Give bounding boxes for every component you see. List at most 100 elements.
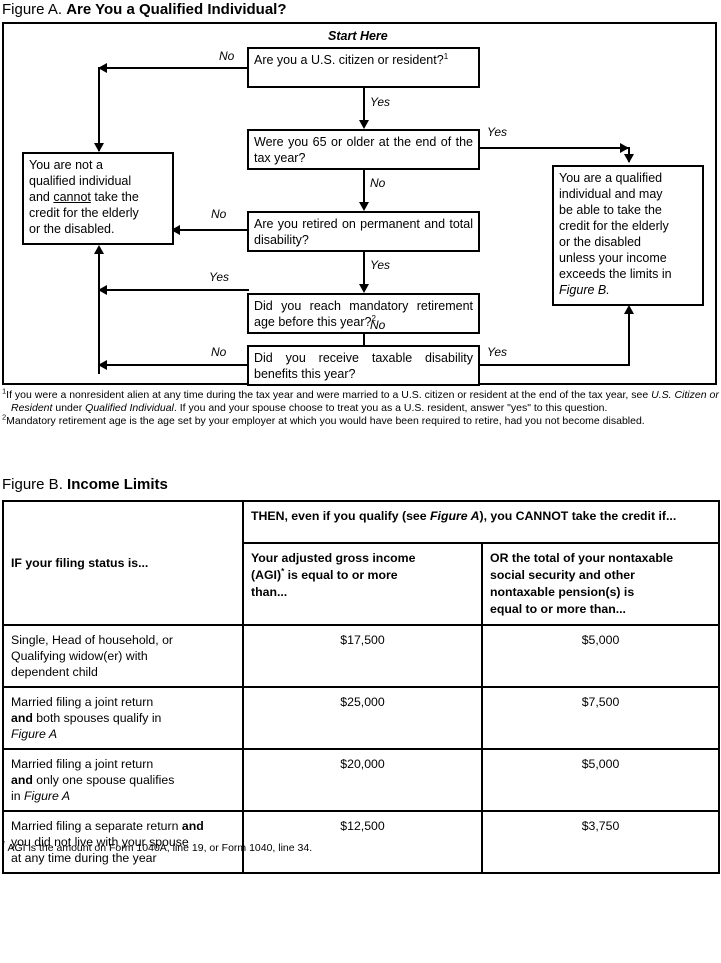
arrowhead-into-not-qualified-bottom — [94, 245, 104, 254]
arrowhead-q2-yes — [620, 143, 629, 153]
arrowhead-into-qualified — [624, 154, 634, 163]
figure-b-title: Income Limits — [67, 476, 168, 493]
question-text: Are you a U.S. citizen or resident? — [254, 53, 444, 67]
edge-line-q2-yes — [480, 147, 628, 149]
table-row: Married filing a joint return and only o… — [2, 748, 720, 812]
footnote-2: 2Mandatory retirement age is the age set… — [2, 412, 645, 428]
arrowhead-into-qualified-bottom — [624, 305, 634, 314]
qualified-line-8: Figure B. — [559, 283, 610, 297]
figure-b-heading: Figure B. Income Limits — [2, 476, 168, 494]
row-0-nontaxable: $5,000 — [481, 624, 720, 688]
footnote-marker-1: 1 — [443, 51, 449, 61]
outcome-box-qualified: You are a qualified individual and may b… — [552, 165, 704, 306]
edge-label-q4-no: No — [370, 318, 386, 332]
edge-line-q5-yes-up — [628, 314, 630, 366]
edge-line-left-riser — [98, 254, 100, 374]
outcome-line-5: or the disabled. — [29, 222, 115, 236]
qualified-line-7: exceeds the limits in — [559, 267, 672, 281]
footnote-1: 1If you were a nonresident alien at any … — [2, 386, 719, 415]
figure-a-label: Figure A. — [2, 1, 63, 18]
footnote-2-marker: 2 — [2, 412, 7, 422]
edge-label-q1-yes: Yes — [370, 95, 391, 109]
edge-line-q2-no — [363, 170, 365, 206]
start-here-label: Start Here — [328, 29, 388, 43]
edge-line-q3-no — [180, 229, 249, 231]
question-text: Are you retired on permanent and total d… — [254, 217, 473, 247]
arrowhead-q4-yes — [98, 285, 107, 295]
row-1-status: Married filing a joint return and both s… — [2, 686, 244, 750]
row-1-agi: $25,000 — [242, 686, 483, 750]
edge-line-q5-no — [107, 364, 249, 366]
edge-label-q2-no: No — [370, 176, 386, 190]
question-text: Did you reach mandatory retirement age b… — [254, 299, 473, 329]
outcome-line-2: qualified individual — [29, 174, 132, 188]
edge-line-q5-yes — [480, 364, 630, 366]
cannot-emphasis: cannot — [53, 190, 91, 204]
arrowhead-into-not-qualified — [94, 143, 104, 152]
qualified-line-1: You are a qualified — [559, 171, 663, 185]
question-box-age-65: Were you 65 or older at the end of the t… — [247, 129, 480, 170]
arrowhead-q1-yes — [359, 120, 369, 129]
edge-line-q1-no-down — [98, 67, 100, 151]
row-0-agi: $17,500 — [242, 624, 483, 688]
footnote-1-marker: 1 — [2, 386, 7, 396]
table-row: Married filing a joint return and both s… — [2, 686, 720, 750]
outcome-line-4: credit for the elderly — [29, 206, 139, 220]
agi-footnote-marker: * — [281, 566, 285, 576]
row-2-status: Married filing a joint return and only o… — [2, 748, 244, 812]
arrowhead-q1-no — [98, 63, 107, 73]
arrowhead-q2-no — [359, 202, 369, 211]
header-nontaxable: OR the total of your nontaxable social s… — [481, 542, 720, 626]
edge-line-q1-yes — [363, 88, 365, 124]
qualified-line-2: individual and may — [559, 187, 663, 201]
row-0-status: Single, Head of household, or Qualifying… — [2, 624, 244, 688]
header-then-spanner: THEN, even if you qualify (see Figure A)… — [242, 500, 720, 544]
edge-line-q4-yes — [107, 289, 249, 291]
arrowhead-q3-yes — [359, 284, 369, 293]
figure-b-footnote-marker: * — [2, 839, 6, 849]
edge-label-q3-no: No — [211, 207, 227, 221]
figure-a-footnotes: 1If you were a nonresident alien at any … — [2, 386, 719, 429]
question-box-taxable-disability: Did you receive taxable disability benef… — [247, 345, 480, 386]
edge-label-q2-yes: Yes — [487, 125, 508, 139]
table-header-row-2: Your adjusted gross income (AGI)* is equ… — [3, 542, 720, 626]
qualified-line-5: or the disabled — [559, 235, 642, 249]
row-2-agi: $20,000 — [242, 748, 483, 812]
outcome-box-not-qualified: You are not a qualified individual and c… — [22, 152, 174, 245]
header-filing-status: IF your filing status is... — [2, 500, 244, 626]
arrowhead-q5-no — [98, 360, 107, 370]
edge-line-q1-no — [107, 67, 249, 69]
row-1-nontaxable: $7,500 — [481, 686, 720, 750]
outcome-line-1: You are not a — [29, 158, 103, 172]
figure-a-title: Are You a Qualified Individual? — [66, 1, 287, 18]
edge-label-q1-no: No — [219, 49, 235, 63]
row-3-nontaxable: $3,750 — [481, 810, 720, 874]
question-box-disability: Are you retired on permanent and total d… — [247, 211, 480, 252]
question-box-citizen: Are you a U.S. citizen or resident?1 — [247, 47, 480, 88]
qualified-line-3: be able to take the — [559, 203, 662, 217]
row-2-nontaxable: $5,000 — [481, 748, 720, 812]
qualified-line-6: unless your income — [559, 251, 667, 265]
table-row: Single, Head of household, or Qualifying… — [2, 624, 720, 688]
figure-b-label: Figure B. — [2, 476, 63, 493]
question-text: Did you receive taxable disability benef… — [254, 351, 473, 381]
edge-label-q5-yes: Yes — [487, 345, 508, 359]
header-agi: Your adjusted gross income (AGI)* is equ… — [242, 542, 483, 626]
question-text: Were you 65 or older at the end of the t… — [254, 135, 473, 165]
figure-a-flowchart: Start Here Are you a U.S. citizen or res… — [2, 22, 717, 386]
outcome-line-3: and cannot take the — [29, 190, 139, 204]
row-3-status: Married filing a separate return and you… — [2, 810, 244, 874]
edge-label-q3-yes: Yes — [370, 258, 391, 272]
edge-label-q4-yes: Yes — [209, 270, 230, 284]
row-3-agi: $12,500 — [242, 810, 483, 874]
table-row: Married filing a separate return and you… — [2, 810, 720, 874]
figure-a-heading: Figure A. Are You a Qualified Individual… — [2, 1, 287, 19]
question-box-mandatory-retirement: Did you reach mandatory retirement age b… — [247, 293, 480, 334]
figure-b-footnote: * AGI is the amount on Form 1040A, line … — [2, 839, 313, 854]
edge-line-q3-yes — [363, 252, 365, 288]
footnote-marker-2: 2 — [371, 313, 376, 323]
arrowhead-q3-no — [171, 225, 180, 235]
income-limits-table: IF your filing status is... THEN, even i… — [2, 500, 720, 874]
qualified-line-4: credit for the elderly — [559, 219, 669, 233]
table-header-row-1: IF your filing status is... THEN, even i… — [2, 500, 720, 626]
